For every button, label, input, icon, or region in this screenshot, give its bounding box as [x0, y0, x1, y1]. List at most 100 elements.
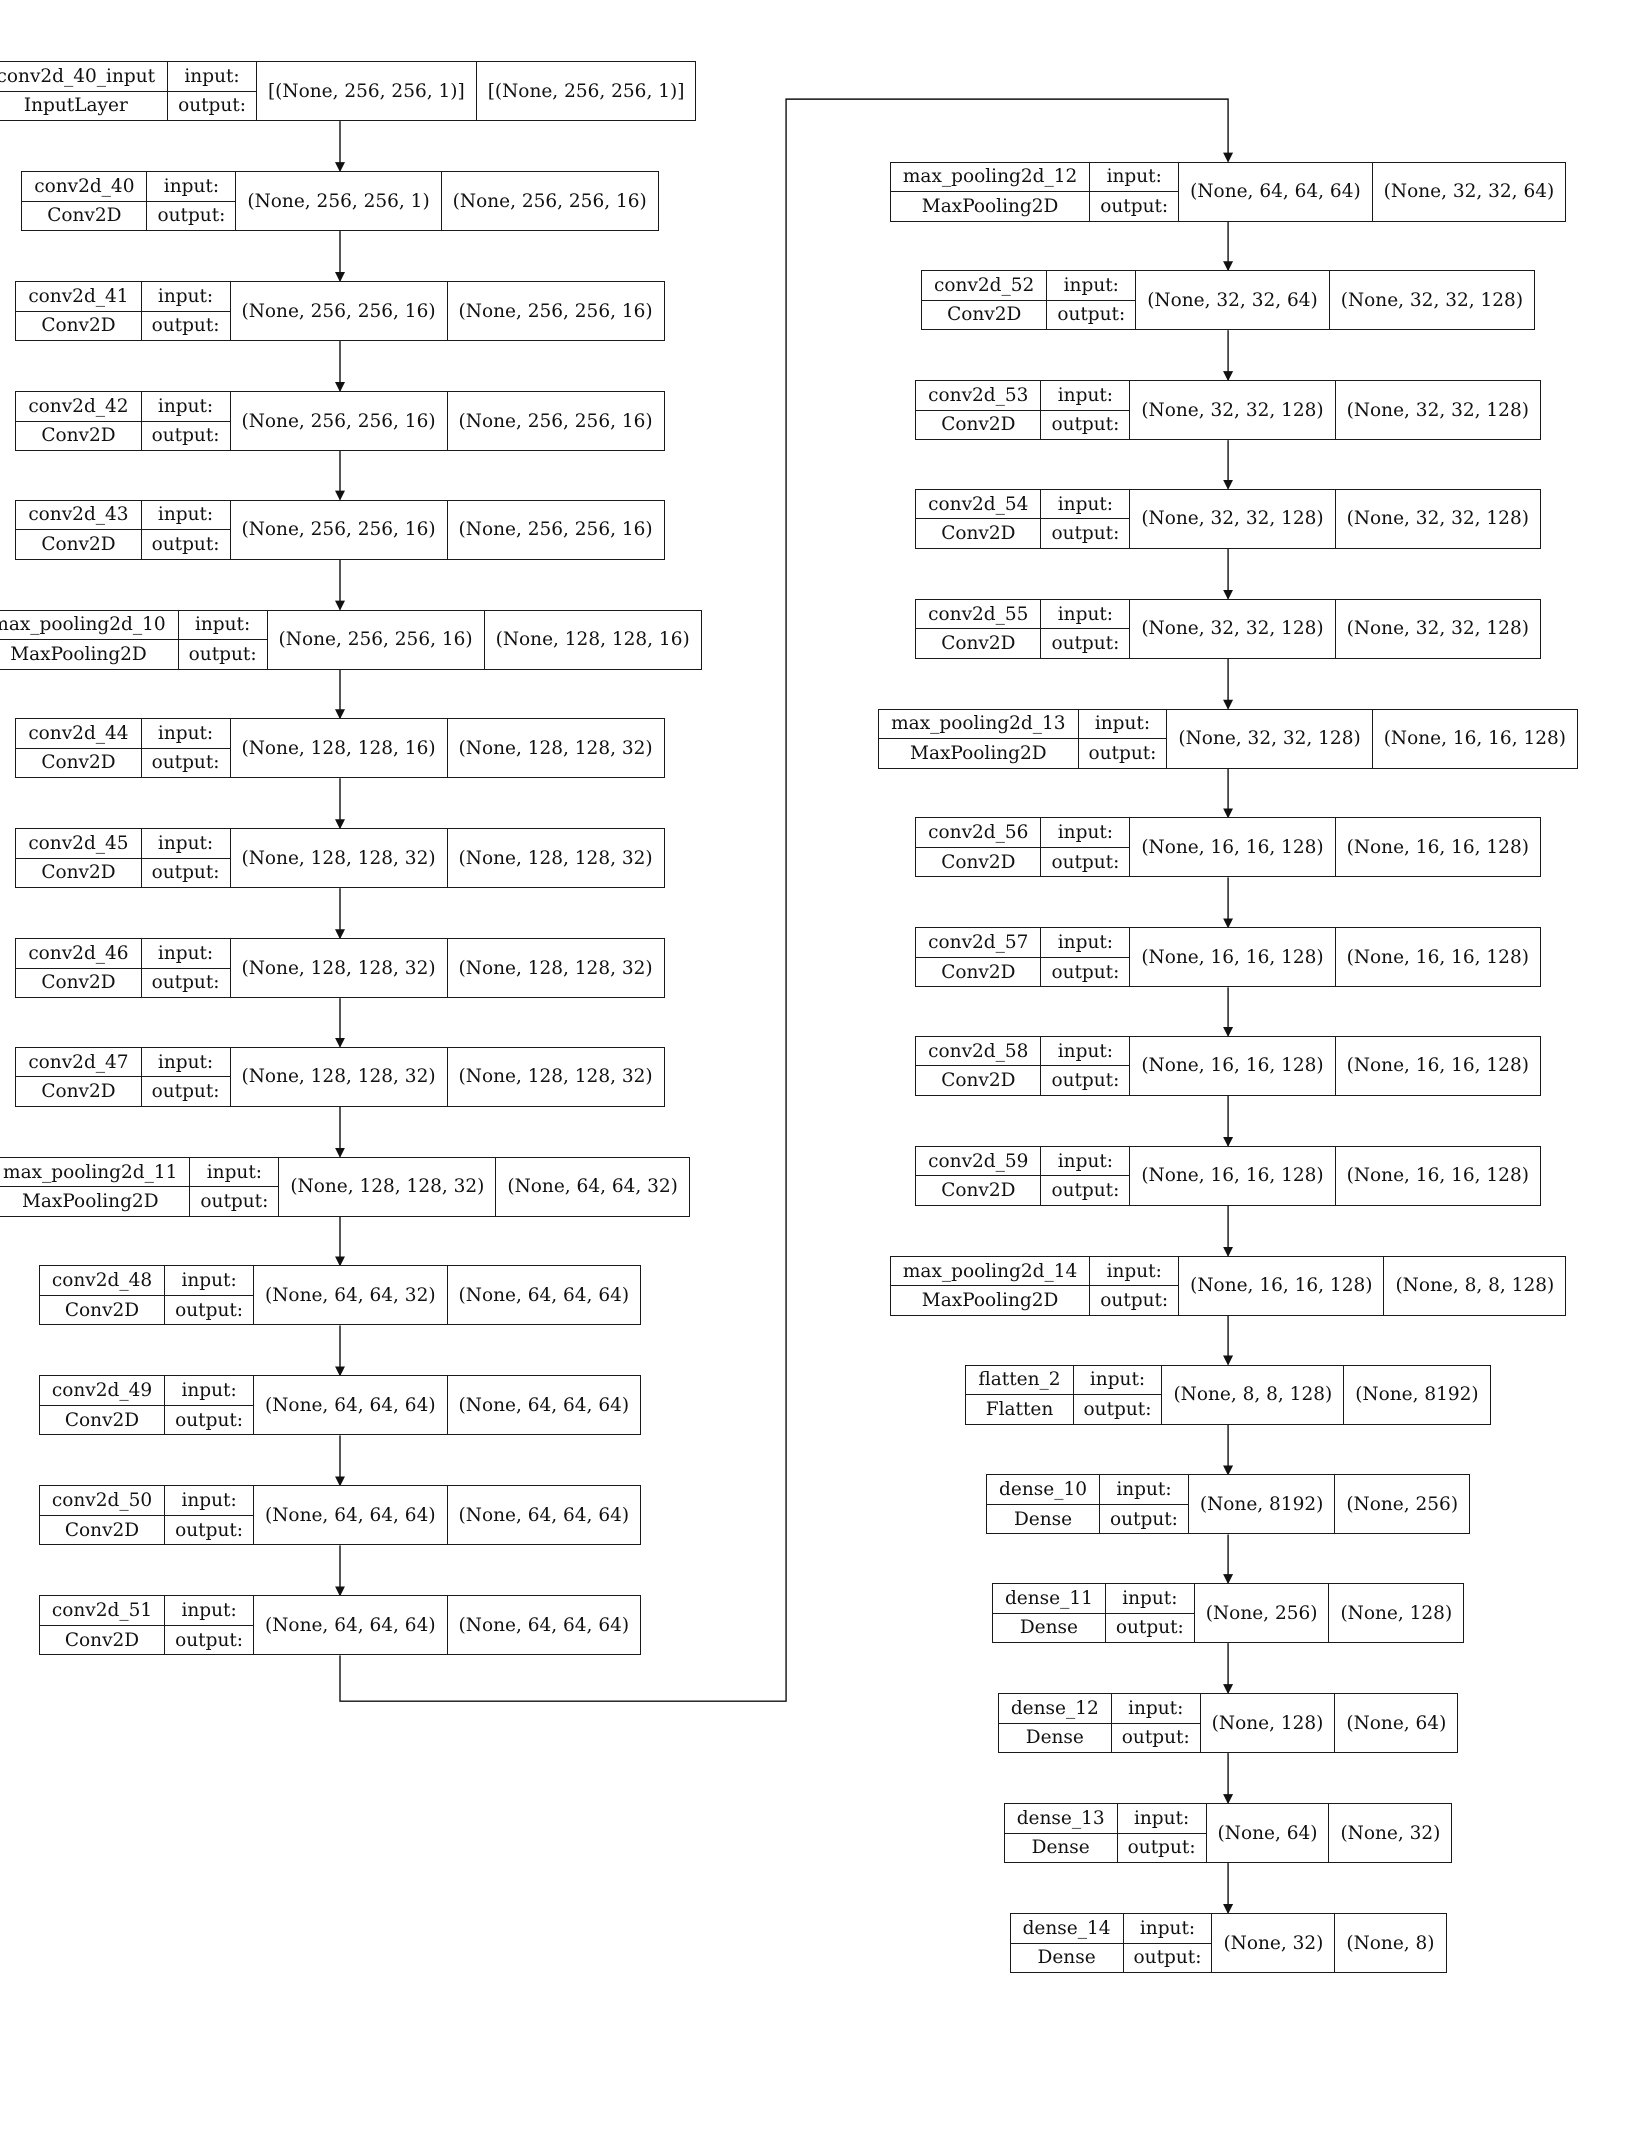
input-shape: (None, 32, 32, 64) — [1136, 271, 1330, 330]
input-shape: (None, 128, 128, 32) — [231, 939, 448, 998]
output-label: output: — [1051, 851, 1120, 873]
layer-name: dense_12 — [998, 1694, 1111, 1724]
output-shape: (None, 16, 16, 128) — [1346, 1055, 1529, 1077]
output-label: output: — [1057, 304, 1126, 326]
input-label: input: — [1041, 818, 1130, 848]
layer-name: conv2d_40_input — [0, 62, 168, 92]
input-label: input: — [1041, 928, 1130, 958]
output-label: output: — [1088, 742, 1157, 764]
io-label-cell: input:output: — [147, 172, 237, 231]
layer-name: dense_10 — [987, 1475, 1099, 1505]
output-shape: (None, 128, 128, 32) — [458, 957, 653, 979]
output-shape: (None, 256, 256, 16) — [458, 519, 653, 541]
output-label: output: — [1115, 1617, 1184, 1639]
layer-type: Conv2D — [941, 1180, 1016, 1202]
layer-name: conv2d_52 — [922, 271, 1047, 301]
input-shape: (None, 32, 32, 128) — [1130, 489, 1336, 548]
input-label: input: — [1105, 1584, 1194, 1614]
output-shape: (None, 16, 16, 128) — [1346, 1165, 1529, 1187]
output-shape: (None, 64, 64, 32) — [507, 1176, 678, 1198]
output-label: output: — [1100, 1290, 1169, 1312]
input-shape: (None, 64, 64, 64) — [1179, 162, 1373, 221]
output-label: output: — [151, 752, 220, 774]
layer-type: Flatten — [985, 1398, 1054, 1420]
layer-name: conv2d_44 — [16, 719, 141, 749]
layer-type: Conv2D — [941, 961, 1016, 983]
input-label: input: — [141, 392, 230, 422]
connector-arrow — [339, 98, 1234, 1702]
output-label: output: — [178, 95, 246, 117]
input-shape: (None, 32, 32, 128) — [1130, 381, 1336, 440]
input-shape: [(None, 256, 256, 1)] — [257, 62, 477, 121]
layer-name: conv2d_45 — [16, 829, 141, 859]
layer-name: dense_13 — [1004, 1804, 1117, 1834]
input-label: input: — [1041, 1147, 1130, 1177]
input-shape: (None, 32, 32, 128) — [1167, 709, 1373, 768]
input-shape: (None, 128, 128, 32) — [231, 829, 448, 888]
output-label: output: — [151, 425, 220, 447]
output-shape: (None, 256, 256, 16) — [458, 410, 653, 432]
output-shape: (None, 32, 32, 128) — [1346, 399, 1529, 421]
layer-name: max_pooling2d_10 — [0, 611, 178, 641]
input-label: input: — [1078, 710, 1167, 740]
input-label: input: — [1123, 1914, 1212, 1944]
input-label: input: — [1041, 600, 1130, 630]
layer-name: conv2d_43 — [16, 501, 141, 531]
io-label-cell: input:output: — [1100, 1475, 1189, 1534]
io-label-cell: input:output: — [1078, 709, 1168, 768]
io-label-cell: input:output: — [178, 610, 268, 669]
output-label: output: — [175, 1299, 244, 1321]
output-shape: (None, 128) — [1340, 1602, 1453, 1624]
output-label: output: — [1133, 1947, 1202, 1969]
output-shape: (None, 128, 128, 32) — [458, 737, 653, 759]
output-shape: (None, 8, 8, 128) — [1395, 1275, 1555, 1297]
io-label-cell: input:output: — [141, 282, 231, 341]
io-label-cell: input: output: — [141, 392, 231, 451]
input-label: input: — [165, 1596, 254, 1626]
output-label: output: — [151, 1081, 220, 1103]
layer-type: Conv2D — [41, 315, 116, 337]
layer-name: conv2d_53 — [916, 381, 1041, 411]
layer-type: Conv2D — [947, 304, 1022, 326]
layer-type: Dense — [1019, 1617, 1078, 1639]
input-shape: (None, 64) — [1207, 1804, 1330, 1863]
input-label: input: — [1047, 271, 1136, 301]
input-shape: (None, 16, 16, 128) — [1179, 1256, 1385, 1315]
output-label: output: — [157, 205, 226, 227]
output-shape: (None, 16, 16, 128) — [1346, 946, 1529, 968]
layer-type: Conv2D — [47, 205, 122, 227]
layer-name: max_pooling2d_14 — [890, 1257, 1090, 1287]
output-shape: (None, 64, 64, 64) — [458, 1394, 630, 1416]
output-label: output: — [151, 972, 220, 994]
input-shape: (None, 8192) — [1189, 1475, 1336, 1534]
input-label: input: — [1041, 490, 1130, 520]
layer-type: Conv2D — [41, 752, 116, 774]
layer-type: Dense — [1025, 1727, 1084, 1749]
io-label-cell: input:output: — [1090, 1256, 1180, 1315]
io-label-cell: input:output: — [141, 500, 231, 559]
input-shape: (None, 32, 32, 128) — [1130, 599, 1336, 658]
